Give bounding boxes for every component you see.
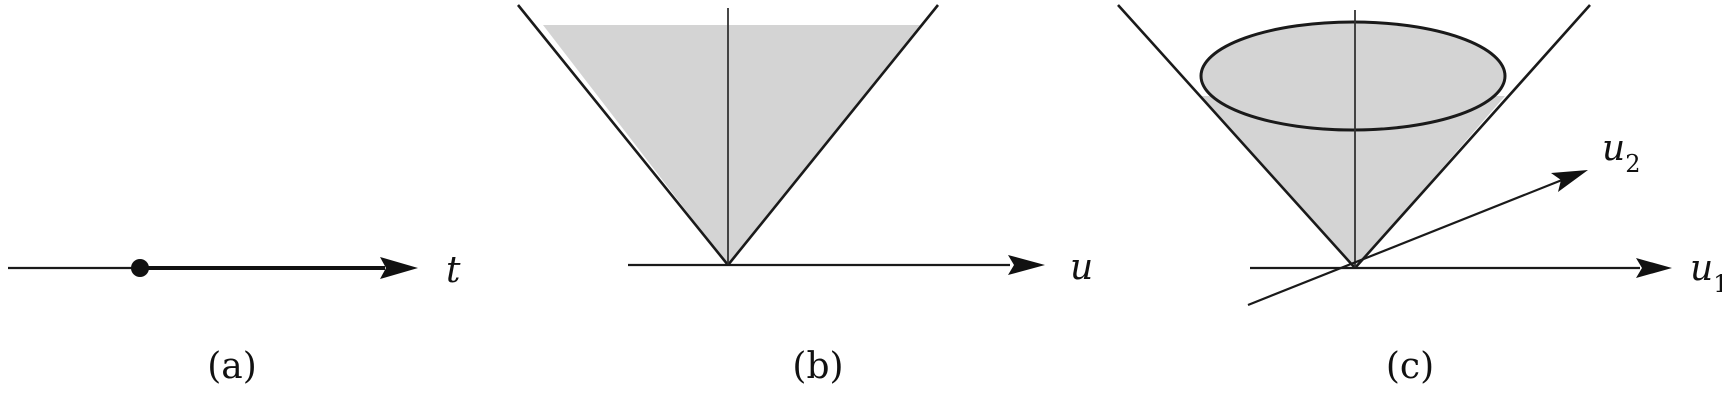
cone-top-ellipse: [1199, 20, 1507, 132]
panel-c: u1 u2 (c): [1117, 4, 1722, 387]
u-axis-arrowhead: [1008, 255, 1045, 275]
cone-side-region: [1201, 96, 1505, 268]
cone-edge-left: [1117, 4, 1356, 269]
panel-a: t (a): [8, 250, 461, 387]
caption-b: (b): [792, 346, 843, 387]
u1-axis-arrowhead: [1636, 258, 1672, 278]
origin-dot: [131, 259, 149, 277]
u2-axis-label: u2: [1602, 128, 1640, 178]
caption-c: (c): [1386, 346, 1434, 387]
cone-edge-right: [726, 4, 940, 266]
panel-b: u (b): [516, 4, 1093, 387]
t-axis-label: t: [446, 250, 461, 291]
t-axis-arrowhead: [380, 257, 418, 279]
cone-edge-left: [516, 4, 730, 266]
u-axis-label: u: [1070, 247, 1093, 288]
caption-a: (a): [207, 346, 257, 387]
cone-region: [543, 25, 920, 265]
u1-axis-label: u1: [1690, 248, 1722, 298]
u2-axis-arrowhead: [1551, 170, 1588, 192]
u2-axis-line: [1247, 178, 1563, 307]
cone-edge-right: [1354, 4, 1591, 269]
